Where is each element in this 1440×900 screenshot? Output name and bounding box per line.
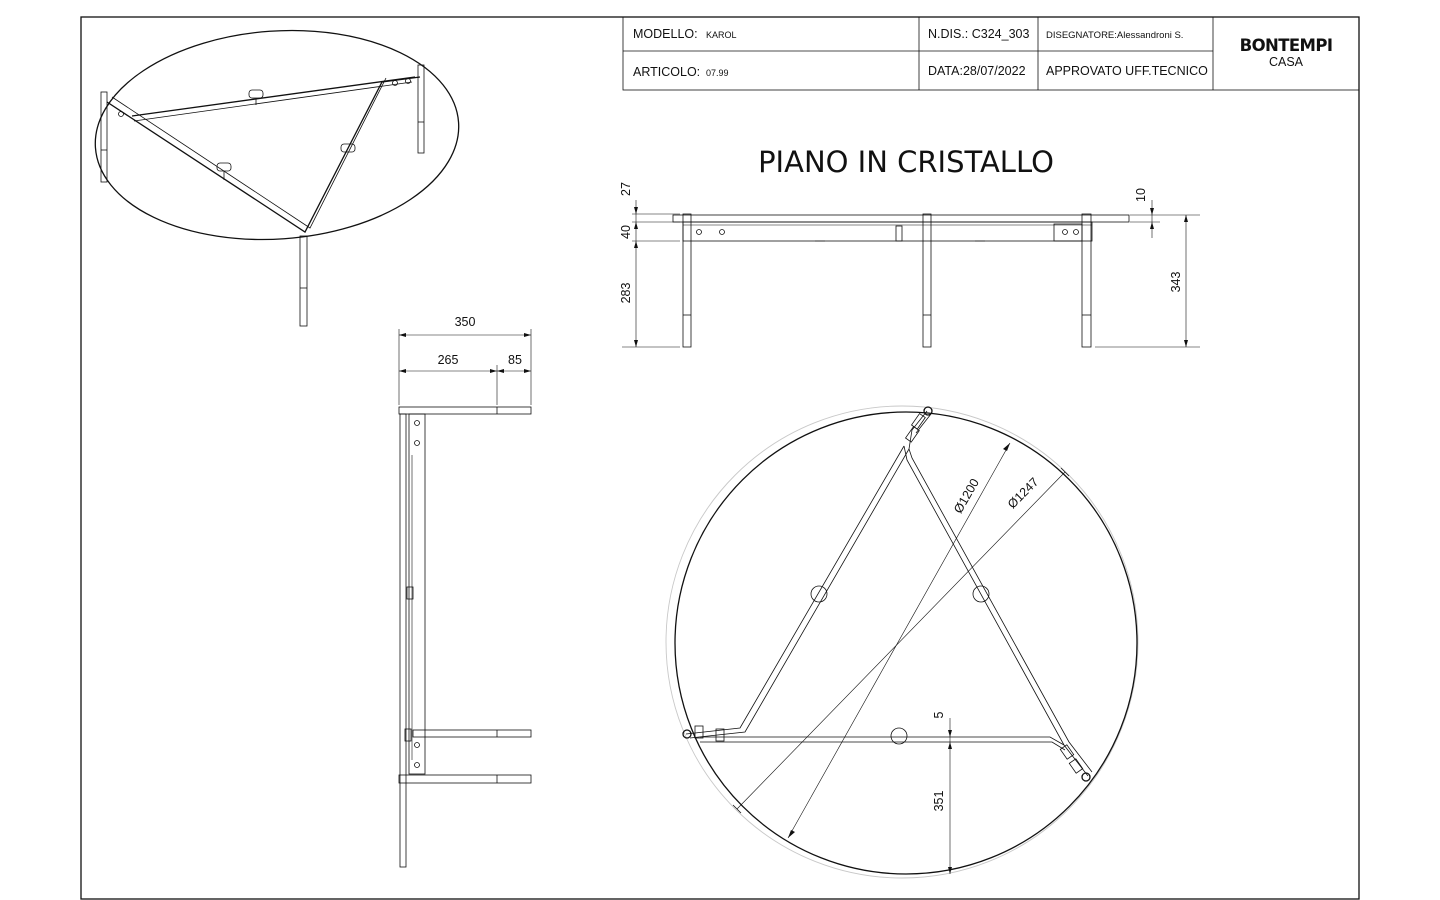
dim-40: 40 [619,225,633,239]
plan-view: Ø1200 Ø1247 5 3 [665,405,1139,879]
plan-frame [685,410,1093,777]
iso-leg [299,235,308,327]
dim-350: 350 [455,315,476,329]
brand-logo-sub: CASA [1269,55,1304,69]
iso-glass-top [94,29,460,241]
dim-265: 265 [438,353,459,367]
front-leg [1081,213,1092,348]
plan-leg-foot [1081,772,1091,782]
iso-leg [417,64,425,154]
approval: APPROVATO UFF.TECNICO [1046,64,1208,78]
side-leg [412,729,532,738]
front-left-dimensions: 27 40 283 [619,182,680,348]
sheet-border [80,16,1360,900]
dim-27: 27 [619,182,633,196]
front-view: 27 40 283 10 343 [619,182,1200,348]
plan-leg-foot [923,406,933,416]
drawing-number: N.DIS.: C324_303 [928,27,1029,41]
dim-10: 10 [1134,188,1148,202]
dim-343: 343 [1169,272,1183,293]
front-right-dimensions: 10 343 [1095,188,1200,348]
drawing-date: DATA:28/07/2022 [928,64,1026,78]
side-glass-edge [399,413,407,868]
modello-value: KAROL [706,30,737,40]
dim-283: 283 [619,283,633,304]
iso-leg [100,91,108,183]
plan-leg-foot [682,729,692,739]
plan-glass-pad [890,727,908,745]
front-leg [922,213,932,348]
dim-5: 5 [932,711,946,718]
plan-glass-pad [972,585,990,603]
side-dimensions: 350 265 85 [398,315,532,405]
front-leg [682,213,692,348]
side-leg [398,406,532,415]
designer: DISEGNATORE:Alessandroni S. [1046,30,1183,41]
side-view: 350 265 85 [398,315,532,868]
dim-diameter-1247: Ø1247 [1005,475,1041,511]
modello-label: MODELLO: [633,27,698,41]
articolo-label: ARTICOLO: [633,65,700,79]
dim-85: 85 [508,353,522,367]
dim-351: 351 [932,791,946,812]
isometric-view [94,29,460,327]
plan-glass-circle-1200 [674,411,1138,875]
title-block: MODELLO: KAROL ARTICOLO: 07.99 N.DIS.: C… [622,16,1360,91]
brand-logo: BONTEMPI [1240,36,1333,55]
side-leg [398,774,532,784]
title-block-frame [622,16,1360,91]
plan-glass-pad [810,585,828,603]
dim-diameter-1200: Ø1200 [951,476,982,516]
articolo-value: 07.99 [706,68,729,78]
plan-outer-circle-1247 [665,405,1139,879]
front-glass-top [672,214,1130,223]
drawing-title: PIANO IN CRISTALLO [758,145,1054,179]
